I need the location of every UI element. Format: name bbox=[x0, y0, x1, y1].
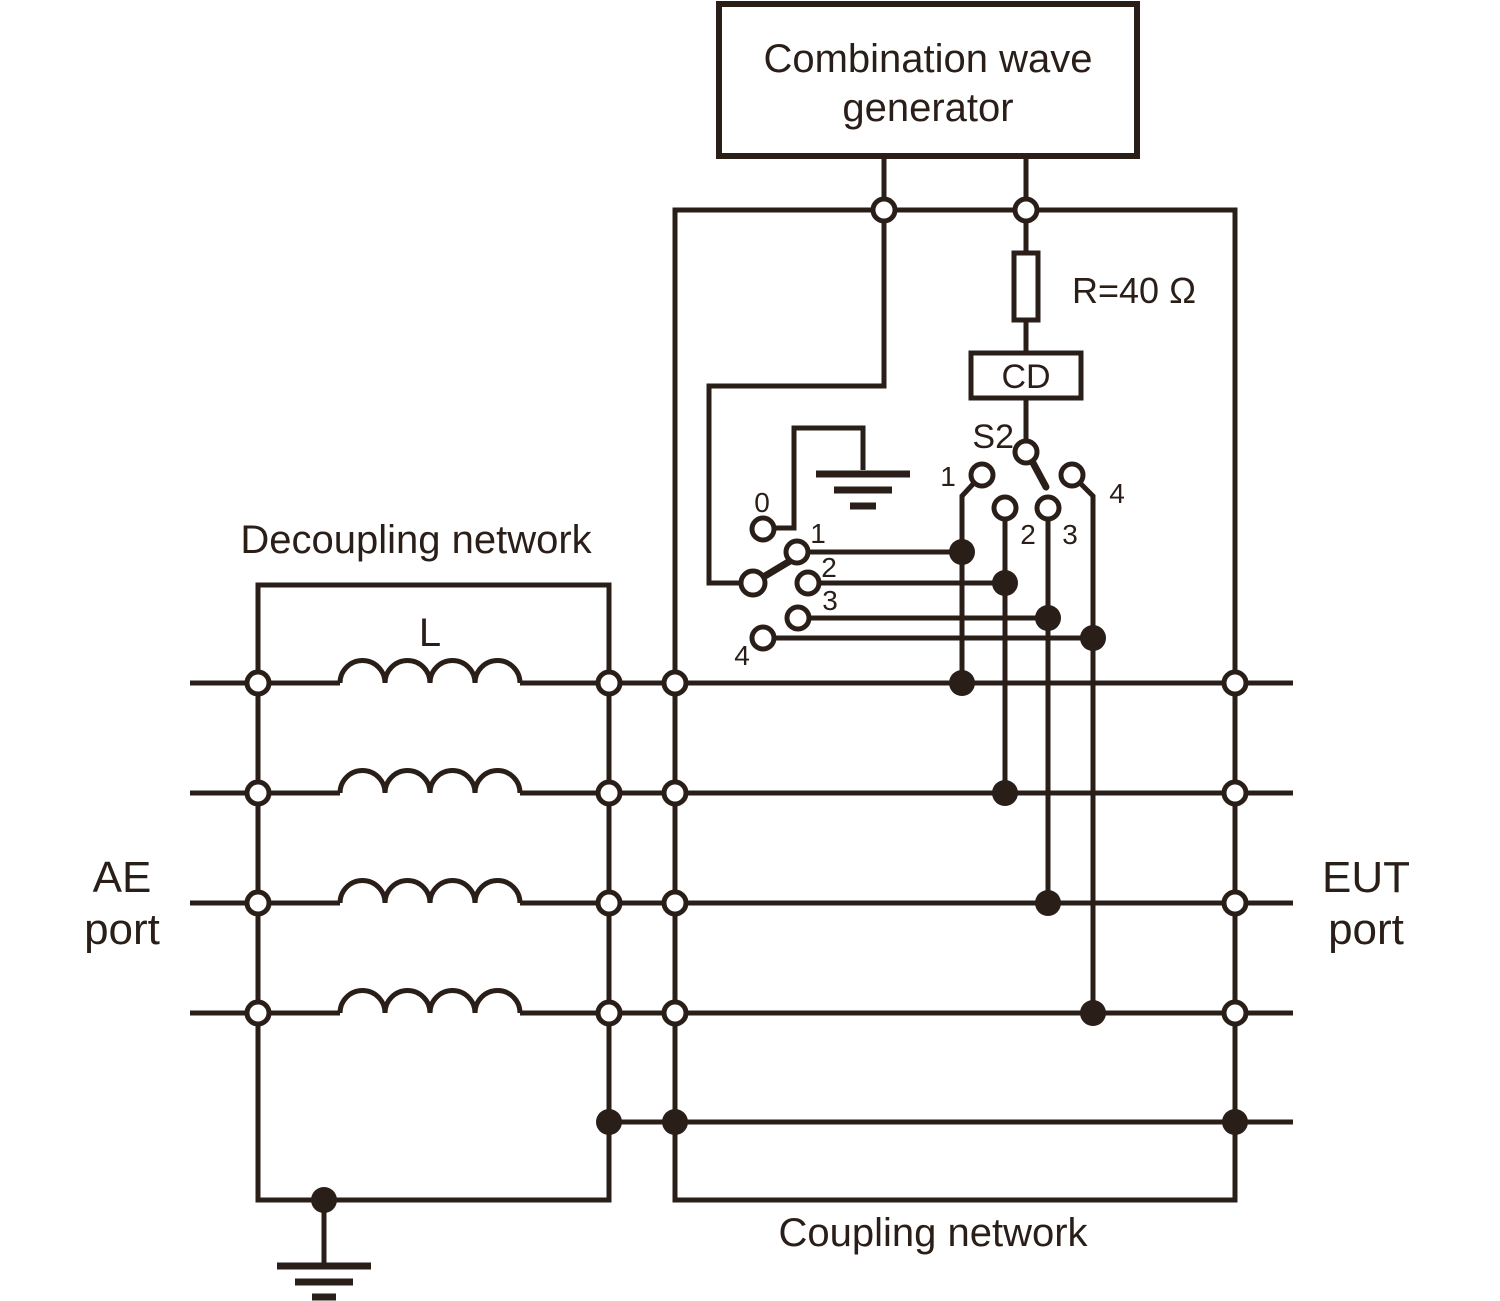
generator-label-line1: Combination wave bbox=[763, 37, 1092, 81]
terminal-node bbox=[1221, 889, 1249, 917]
junction-dot bbox=[1222, 1109, 1248, 1135]
line2-inductor bbox=[337, 768, 523, 794]
line4-inductor bbox=[337, 988, 523, 1014]
terminal-node bbox=[244, 889, 272, 917]
junction-dot bbox=[949, 670, 975, 696]
terminal-node bbox=[244, 779, 272, 807]
terminal-node bbox=[661, 779, 689, 807]
terminal-node bbox=[1221, 999, 1249, 1027]
earth-ground bbox=[277, 1200, 371, 1301]
terminal-nodes bbox=[244, 196, 1249, 1027]
junction-dot bbox=[1035, 605, 1061, 631]
s1-blade bbox=[761, 557, 794, 580]
eut-port-label-line2: port bbox=[1328, 905, 1404, 954]
terminal-node bbox=[870, 196, 898, 224]
coupling-device: CD bbox=[968, 350, 1084, 441]
eut-port-label-line1: EUT bbox=[1322, 853, 1410, 902]
s2-contact-4 bbox=[1058, 461, 1086, 489]
cd-label: CD bbox=[1001, 358, 1050, 396]
junction-dot bbox=[596, 1109, 622, 1135]
terminal-node bbox=[1221, 669, 1249, 697]
ae-port-label: AE port bbox=[84, 853, 160, 954]
terminal-node bbox=[661, 889, 689, 917]
s1-contact-label-2: 2 bbox=[821, 552, 837, 583]
s2-contact-2 bbox=[991, 494, 1019, 522]
ae-port-label-line2: port bbox=[84, 905, 160, 954]
s1-contact-4 bbox=[749, 624, 777, 652]
generator-lead-left-to-s1 bbox=[706, 156, 887, 586]
junction-dots bbox=[311, 539, 1248, 1213]
s1-pole-terminal bbox=[738, 568, 768, 598]
terminal-node bbox=[1012, 196, 1040, 224]
eut-port-label: EUT port bbox=[1322, 853, 1410, 954]
decoupling-network: Decoupling network L bbox=[240, 518, 612, 1203]
coupling-network-label: Coupling network bbox=[778, 1211, 1088, 1255]
s1-contact-0 bbox=[749, 515, 777, 543]
surge-resistor: R=40 Ω bbox=[1011, 250, 1196, 353]
s1-contact-label-0: 0 bbox=[754, 487, 770, 518]
combination-wave-generator: Combination wave generator bbox=[716, 1, 1140, 159]
decoupling-network-label: Decoupling network bbox=[240, 518, 592, 562]
switch-s2: S2 1 2 3 4 bbox=[940, 418, 1125, 1013]
junction-dot bbox=[311, 1187, 337, 1213]
s2-blade bbox=[1028, 457, 1050, 491]
s2-contact-label-2: 2 bbox=[1020, 519, 1036, 550]
junction-dot bbox=[1080, 1000, 1106, 1026]
junction-dot bbox=[1035, 890, 1061, 916]
terminal-node bbox=[244, 999, 272, 1027]
junction-dot bbox=[992, 570, 1018, 596]
coupling-network: Coupling network bbox=[672, 207, 1238, 1255]
terminal-node bbox=[244, 669, 272, 697]
terminal-node bbox=[595, 999, 623, 1027]
power-lines bbox=[190, 658, 1293, 1125]
generator-box-outline bbox=[716, 1, 1140, 159]
terminal-node bbox=[1221, 779, 1249, 807]
terminal-node bbox=[595, 779, 623, 807]
junction-dot bbox=[992, 780, 1018, 806]
s2-drop-wire-1 bbox=[959, 481, 976, 683]
line1-inductor bbox=[337, 658, 523, 684]
terminal-node bbox=[595, 889, 623, 917]
switch-s1: 0 1 2 3 4 bbox=[734, 425, 1093, 671]
s1-contact-label-1: 1 bbox=[810, 518, 826, 549]
s1-contact-label-4: 4 bbox=[734, 640, 750, 671]
junction-dot bbox=[662, 1109, 688, 1135]
junction-dot bbox=[949, 539, 975, 565]
resistor-body bbox=[1011, 250, 1041, 323]
s2-contact-label-1: 1 bbox=[940, 461, 956, 492]
s2-contact-1 bbox=[968, 461, 996, 489]
s2-label: S2 bbox=[972, 418, 1014, 456]
s1-ground-link bbox=[774, 425, 866, 531]
s2-contact-label-3: 3 bbox=[1062, 519, 1078, 550]
terminal-node bbox=[661, 669, 689, 697]
s1-contact-label-3: 3 bbox=[822, 585, 838, 616]
terminal-node bbox=[661, 999, 689, 1027]
junction-dot bbox=[1080, 625, 1106, 651]
generator-label-line2: generator bbox=[842, 86, 1013, 130]
s2-drop-wire-4 bbox=[1078, 481, 1096, 1013]
s2-contact-label-4: 4 bbox=[1109, 478, 1125, 509]
signal-ground-symbol bbox=[816, 470, 910, 510]
coupling-network-outline bbox=[672, 207, 1238, 1203]
s1-contact-2 bbox=[794, 569, 822, 597]
s1-contact-1 bbox=[783, 538, 811, 566]
inductor-label: L bbox=[419, 611, 441, 655]
s2-contact-3 bbox=[1034, 494, 1062, 522]
s2-pole-terminal bbox=[1012, 438, 1040, 466]
line3-inductor bbox=[337, 878, 523, 904]
resistor-value-label: R=40 Ω bbox=[1072, 270, 1196, 311]
ae-port-label-line1: AE bbox=[93, 853, 152, 902]
s1-contact-3 bbox=[784, 604, 812, 632]
terminal-node bbox=[595, 669, 623, 697]
